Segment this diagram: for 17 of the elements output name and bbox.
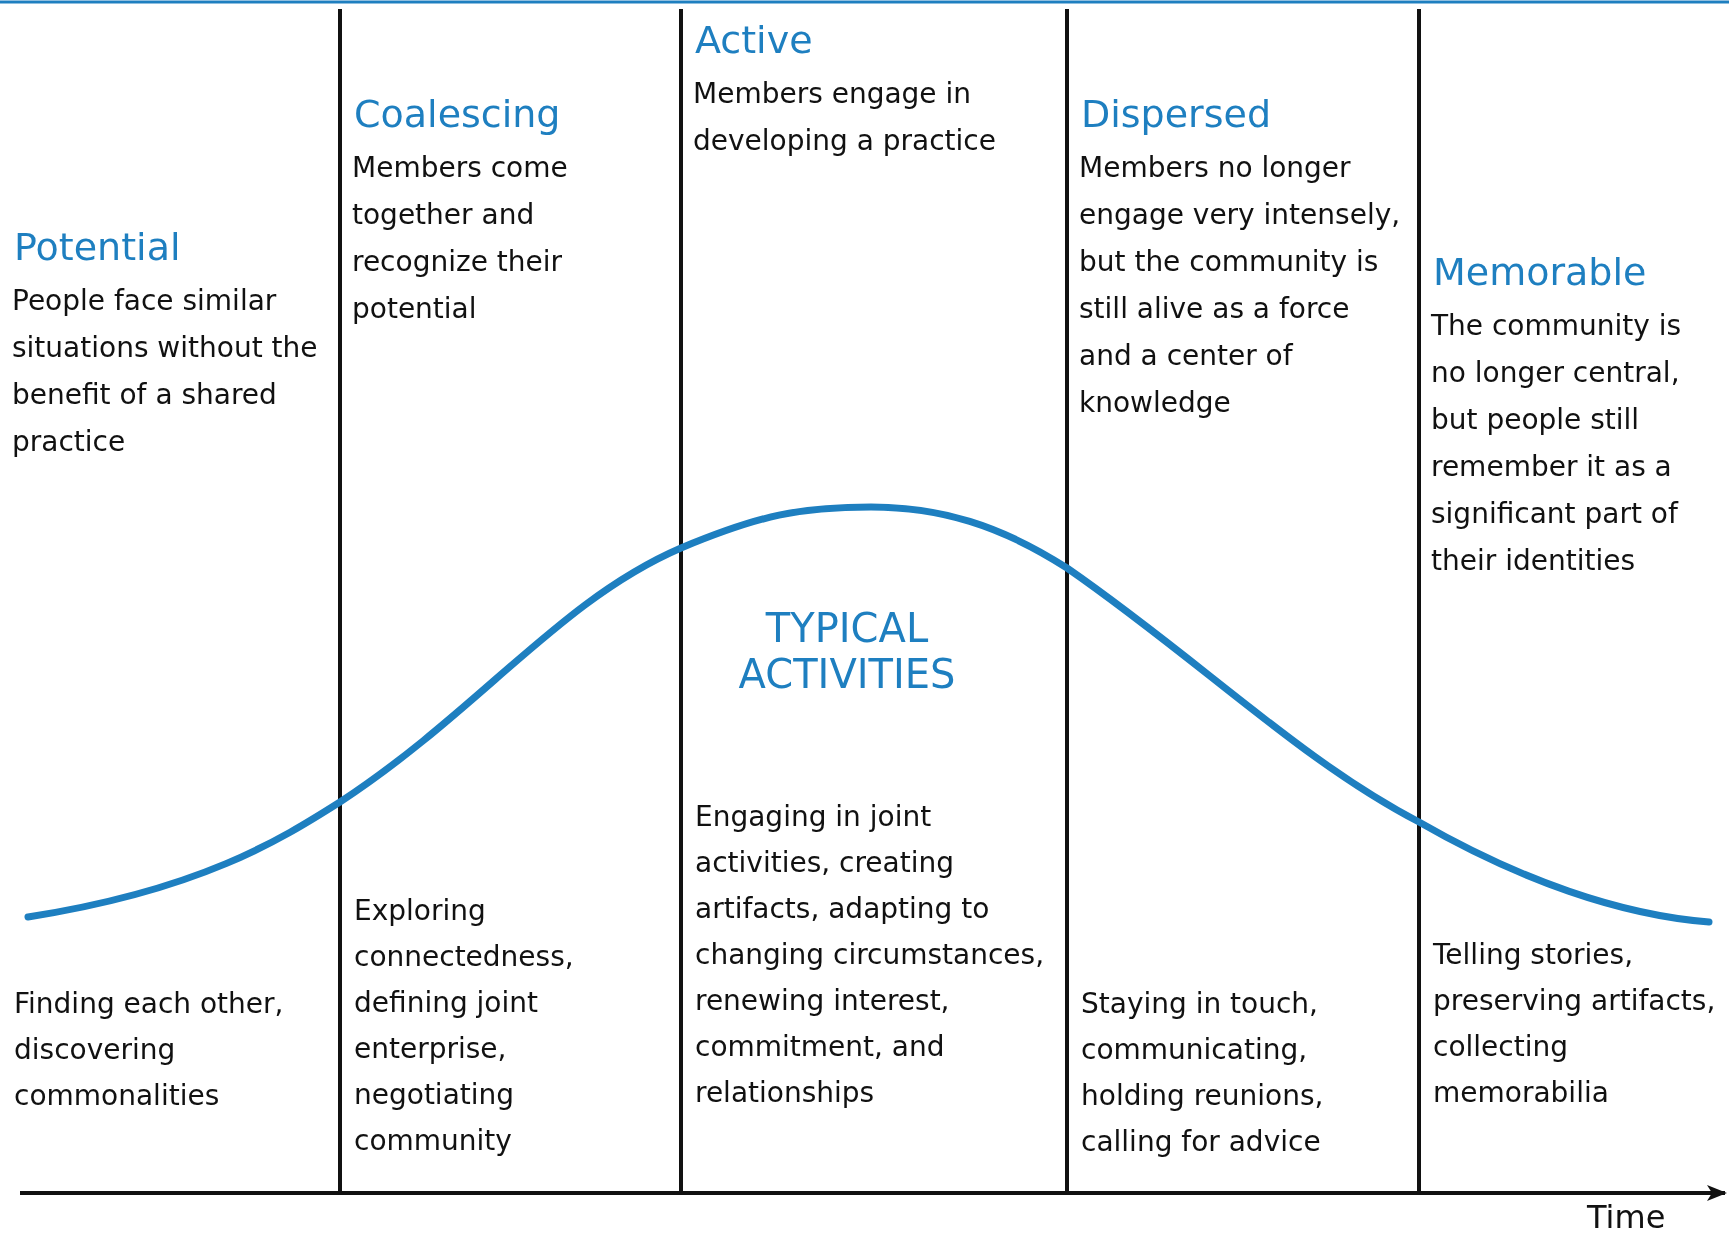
- stage-title: Active: [695, 18, 813, 62]
- stage-description: Members come together and recognize their potential: [352, 150, 569, 327]
- axis-label: Time: [1587, 1198, 1666, 1236]
- stage-title: Potential: [14, 225, 181, 269]
- activities-text: Exploring connectedness, defining joint enterprise, negotiating community: [354, 893, 575, 1159]
- activities-text: Finding each other, discovering commonalities: [14, 986, 285, 1114]
- stage-description: Members engage in developing a practice: [693, 76, 997, 159]
- section-heading: TYPICAL ACTIVITIES: [737, 605, 957, 697]
- stage-description: Members no longer engage very intensely, but the community is still alive as a force and a center of knowledge: [1079, 150, 1402, 421]
- stage-title: Memorable: [1433, 250, 1647, 294]
- activities-text: Engaging in joint activities, creating artifacts, adapting to changing circumstances, renewing interest, commitment, and relationships: [695, 799, 1046, 1111]
- stage-description: The community is no longer central, but people still remember it as a significant part of their identities: [1431, 308, 1683, 579]
- activities-text: Staying in touch, communicating, holding reunions, calling for advice: [1081, 986, 1325, 1160]
- activities-text: Telling stories, preserving artifacts, collecting memorabilia: [1433, 937, 1717, 1111]
- stage-title: Dispersed: [1081, 92, 1272, 136]
- stage-description: People face similar situations without the benefit of a shared practice: [12, 283, 319, 460]
- stage-title: Coalescing: [354, 92, 561, 136]
